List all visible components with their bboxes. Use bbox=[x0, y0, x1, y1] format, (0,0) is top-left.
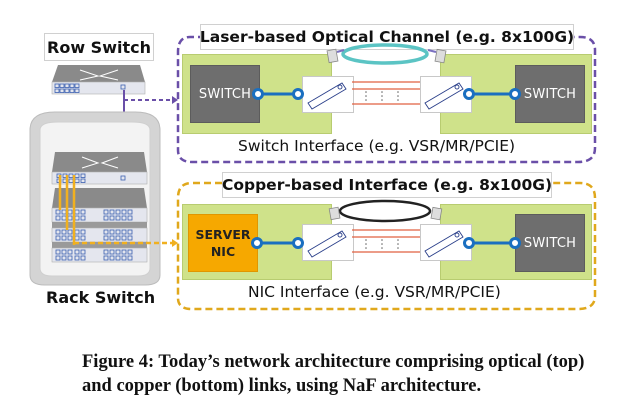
rack-copper-cables bbox=[58, 175, 76, 245]
row-switch-label: Row Switch bbox=[44, 33, 154, 61]
optical-right-trace bbox=[463, 88, 521, 100]
row-switch-text: Row Switch bbox=[47, 37, 151, 57]
copper-interface-title: Copper-based Interface (e.g. 8x100G) bbox=[222, 172, 552, 198]
rack-top-switch bbox=[51, 152, 148, 185]
row-switch-device bbox=[51, 65, 146, 95]
optical-left-switch-label: SWITCH bbox=[198, 86, 252, 102]
optical-right-switch: SWITCH bbox=[515, 65, 585, 123]
copper-interface-title-text: Copper-based Interface (e.g. 8x100G) bbox=[221, 176, 553, 194]
server-nic: SERVER NIC bbox=[188, 214, 258, 272]
nic-interface-label: NIC Interface (e.g. VSR/MR/PCIE) bbox=[248, 283, 501, 301]
optical-lanes bbox=[352, 81, 420, 105]
copper-right-switch: SWITCH bbox=[515, 214, 585, 272]
copper-cable bbox=[328, 199, 443, 223]
copper-right-switch-label: SWITCH bbox=[523, 235, 577, 251]
caption-line-1: Figure 4: Today’s network architecture c… bbox=[82, 352, 585, 372]
copper-left-module-icon bbox=[307, 230, 347, 258]
server-nic-line1: SERVER bbox=[195, 227, 251, 242]
server-nic-line2: NIC bbox=[210, 244, 236, 259]
copper-left-trace bbox=[251, 237, 304, 249]
rack-server-stack bbox=[51, 188, 148, 263]
optical-lane-ellipsis bbox=[365, 91, 399, 101]
optical-right-switch-label: SWITCH bbox=[523, 86, 577, 102]
optical-channel-title: Laser-based Optical Channel (e.g. 8x100G… bbox=[200, 24, 574, 50]
optical-right-module-icon bbox=[424, 82, 464, 110]
rack-switch-label: Rack Switch bbox=[46, 288, 156, 307]
optical-frame-border bbox=[176, 35, 597, 164]
copper-right-trace bbox=[463, 237, 521, 249]
copper-frame-border bbox=[176, 181, 597, 311]
copper-lanes bbox=[352, 229, 420, 253]
optical-cable bbox=[326, 43, 447, 65]
switch-interface-label: Switch Interface (e.g. VSR/MR/PCIE) bbox=[238, 137, 516, 155]
optical-left-trace bbox=[252, 88, 304, 100]
copper-lane-ellipsis bbox=[365, 239, 399, 249]
caption-line-2: and copper (bottom) links, using NaF arc… bbox=[82, 376, 482, 396]
optical-left-module-icon bbox=[307, 82, 347, 110]
copper-right-module-icon bbox=[424, 230, 464, 258]
figure-caption: Figure 4: Today’s network architecture c… bbox=[82, 350, 640, 398]
optical-channel-title-text: Laser-based Optical Channel (e.g. 8x100G… bbox=[199, 28, 575, 46]
